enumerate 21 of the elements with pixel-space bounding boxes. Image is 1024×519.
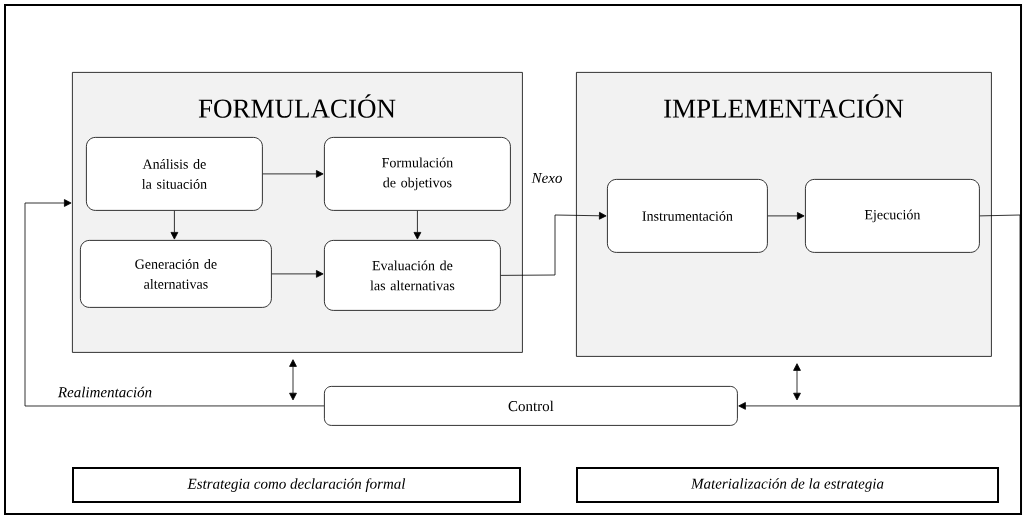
- caption-box: Estrategia como declaración formal: [72, 467, 521, 503]
- arrow: [271, 270, 324, 278]
- arrow: [793, 363, 801, 401]
- process-box: Análisis de la situación: [86, 137, 263, 211]
- arrow: [738, 214, 1021, 410]
- arrow: [413, 210, 422, 240]
- arrow: [262, 170, 324, 178]
- edge-label: Nexo: [530, 172, 564, 184]
- process-box: Instrumentación: [607, 179, 768, 253]
- arrow: [24, 199, 325, 407]
- arrow: [767, 212, 805, 220]
- process-box: Generación de alternativas: [80, 240, 272, 308]
- caption-box: Materialización de la estrategia: [576, 467, 999, 503]
- arrow: [500, 211, 607, 276]
- process-box: Ejecución: [805, 179, 980, 253]
- process-box: Evaluación de las alternativas: [324, 240, 501, 311]
- process-box: Formulación de objetivos: [324, 137, 511, 211]
- edge-label: Realimentación: [56, 385, 154, 399]
- arrow: [170, 210, 179, 240]
- control-box: Control: [324, 386, 738, 426]
- arrow: [289, 359, 297, 401]
